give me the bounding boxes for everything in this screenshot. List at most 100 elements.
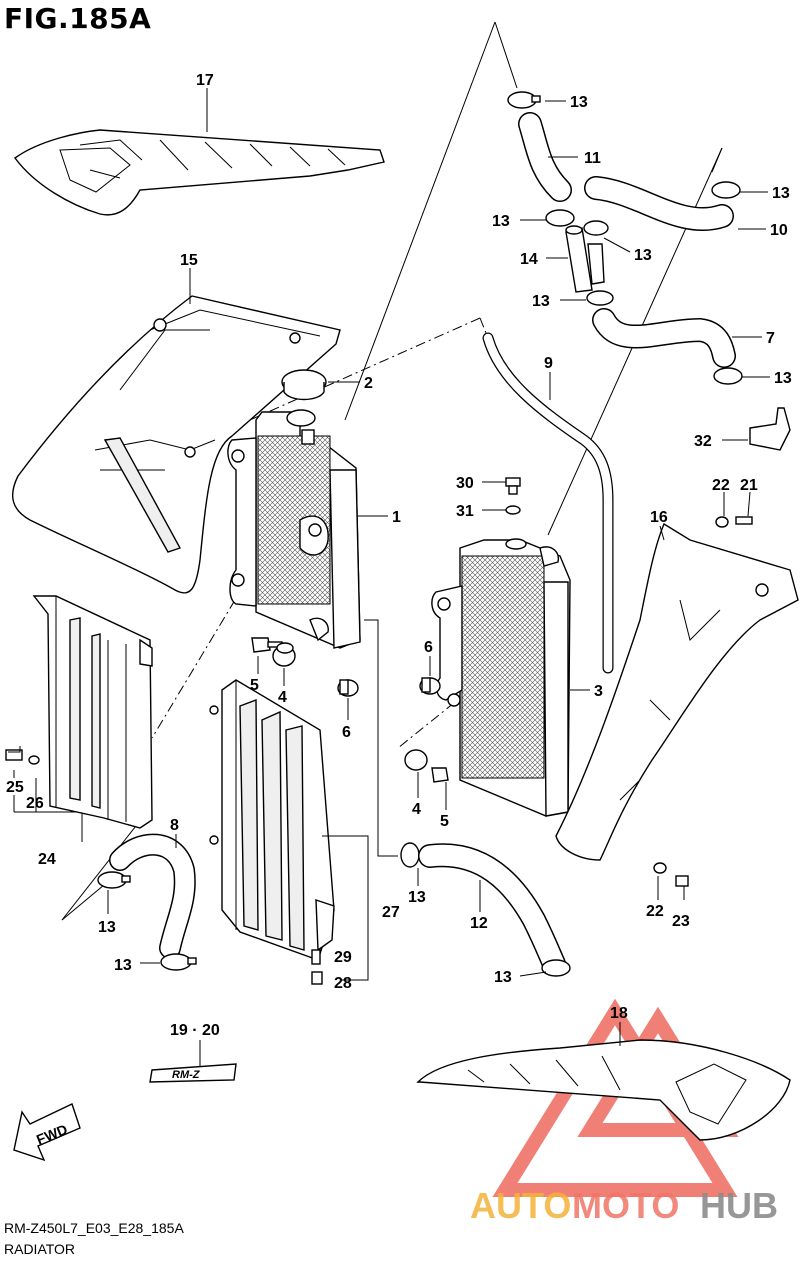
callout-22-top: 22 — [712, 477, 730, 494]
callout-8: 8 — [170, 817, 179, 834]
part-2-radiator-cap — [281, 369, 327, 401]
figure-title: FIG.185A — [4, 2, 152, 35]
part-26-nut — [28, 755, 40, 765]
callout-21: 21 — [740, 477, 758, 494]
model-code: RM-Z450L7_E03_E28_185A — [4, 1220, 184, 1236]
part-9-breather-tube — [482, 332, 614, 674]
callout-17: 17 — [196, 72, 214, 89]
part-13-hose-clamp-12a — [400, 842, 420, 868]
callout-4-left: 4 — [278, 689, 287, 706]
callout-27: 27 — [382, 904, 400, 921]
part-8-hose — [109, 833, 196, 959]
callout-28: 28 — [334, 975, 352, 992]
callout-leaders — [13, 88, 770, 1066]
part-13-hose-clamp-14a — [545, 209, 575, 227]
part-11-hose — [518, 112, 572, 202]
part-1-radiator-left — [227, 409, 361, 649]
callout-5-left: 5 — [250, 677, 259, 694]
part-4-grommet-right — [404, 749, 428, 771]
part-22-nut-bottom — [653, 862, 667, 874]
part-13-hose-clamp-10 — [711, 181, 741, 199]
callout-13-hose14c: 13 — [532, 293, 550, 310]
callout-13-hose12a: 13 — [408, 889, 426, 906]
callout-9: 9 — [544, 355, 553, 372]
callout-13-top: 13 — [570, 94, 588, 111]
callout-11: 11 — [584, 150, 601, 167]
part-13-hose-clamp-7 — [713, 367, 743, 385]
callout-12: 12 — [470, 915, 488, 932]
watermark-auto: AUTO — [470, 1185, 571, 1226]
watermark-moto: MOTO — [572, 1185, 679, 1226]
callout-24: 24 — [38, 851, 56, 868]
callout-18: 18 — [610, 1005, 628, 1022]
callout-6-right: 6 — [424, 639, 433, 656]
part-30-bolt — [505, 477, 521, 495]
callout-26: 26 — [26, 795, 44, 812]
callout-25: 25 — [6, 779, 24, 796]
callout-13-hose14b: 13 — [634, 247, 652, 264]
part-17-shroud-decal-left — [14, 129, 385, 216]
part-27-radiator-louver — [209, 679, 335, 961]
callout-7: 7 — [766, 330, 775, 347]
part-12-hose — [418, 843, 566, 976]
part-15-radiator-shroud-left — [11, 295, 341, 594]
callout-13-hose7: 13 — [774, 370, 792, 387]
part-7-hose — [592, 308, 736, 368]
part-32-bracket — [749, 407, 791, 451]
part-13-hose-clamp-14c — [586, 290, 614, 306]
part-22-nut-top — [715, 516, 729, 528]
callout-13-hose8a: 13 — [98, 919, 116, 936]
part-5-bolt-right — [431, 767, 449, 783]
callout-13-hose14a: 13 — [492, 213, 510, 230]
part-14-hose-joint — [565, 225, 605, 293]
part-19-20-emblem: RM-Z — [149, 1063, 237, 1083]
part-31-washer — [505, 505, 521, 515]
callout-31: 31 — [456, 503, 474, 520]
part-16-radiator-shroud-right — [555, 522, 799, 861]
part-13-hose-clamp-14b — [583, 220, 609, 236]
callout-13-hose12b: 13 — [494, 969, 512, 986]
callout-labels: 17 15 2 1 5 4 6 25 26 24 8 13 13 27 29 2… — [6, 72, 792, 1039]
part-13-hose-clamp-top — [507, 91, 541, 109]
part-13-hose-clamp-8a — [97, 871, 131, 889]
fwd-arrow-icon: FWD — [13, 1103, 81, 1162]
callout-2: 2 — [364, 375, 373, 392]
part-5-bolt-left — [251, 637, 283, 653]
callout-14: 14 — [520, 251, 538, 268]
part-3-radiator-right — [431, 538, 571, 817]
part-18-shroud-decal-right — [416, 1039, 791, 1141]
part-6-collar-left — [337, 679, 359, 697]
callout-19-20: 19 · 20 — [170, 1022, 220, 1039]
watermark-wordmark: AUTO MOTO HUB — [470, 1185, 778, 1226]
callout-3: 3 — [594, 683, 603, 700]
leader-12-to-radiator — [364, 619, 398, 857]
callout-29: 29 — [334, 949, 352, 966]
watermark-hub: HUB — [700, 1185, 778, 1226]
callout-1: 1 — [392, 509, 401, 526]
part-13-hose-clamp-12b — [541, 959, 571, 977]
callout-32: 32 — [694, 433, 712, 450]
callout-6-left: 6 — [342, 724, 351, 741]
callout-30: 30 — [456, 475, 474, 492]
callout-13-hose10: 13 — [772, 185, 790, 202]
part-25-clip — [5, 746, 23, 761]
part-24-radiator-louver-left — [32, 595, 153, 829]
leader-27 — [322, 835, 369, 981]
callout-10: 10 — [770, 222, 788, 239]
callout-5-right: 5 — [440, 813, 449, 830]
callout-4-right: 4 — [412, 801, 421, 818]
callout-15: 15 — [180, 252, 198, 269]
part-4-grommet-left — [272, 642, 296, 667]
callout-16: 16 — [650, 509, 668, 526]
part-28-nut — [311, 971, 323, 985]
part-10-hose — [584, 176, 734, 232]
part-21-bolt-top — [735, 516, 753, 525]
emblem-text: RM-Z — [172, 1069, 201, 1081]
part-29-clip — [311, 949, 321, 965]
callout-13-hose8b: 13 — [114, 957, 132, 974]
part-23-bolt-bottom — [675, 875, 689, 887]
part-6-collar-right — [419, 677, 441, 695]
callout-22-bottom: 22 — [646, 903, 664, 920]
